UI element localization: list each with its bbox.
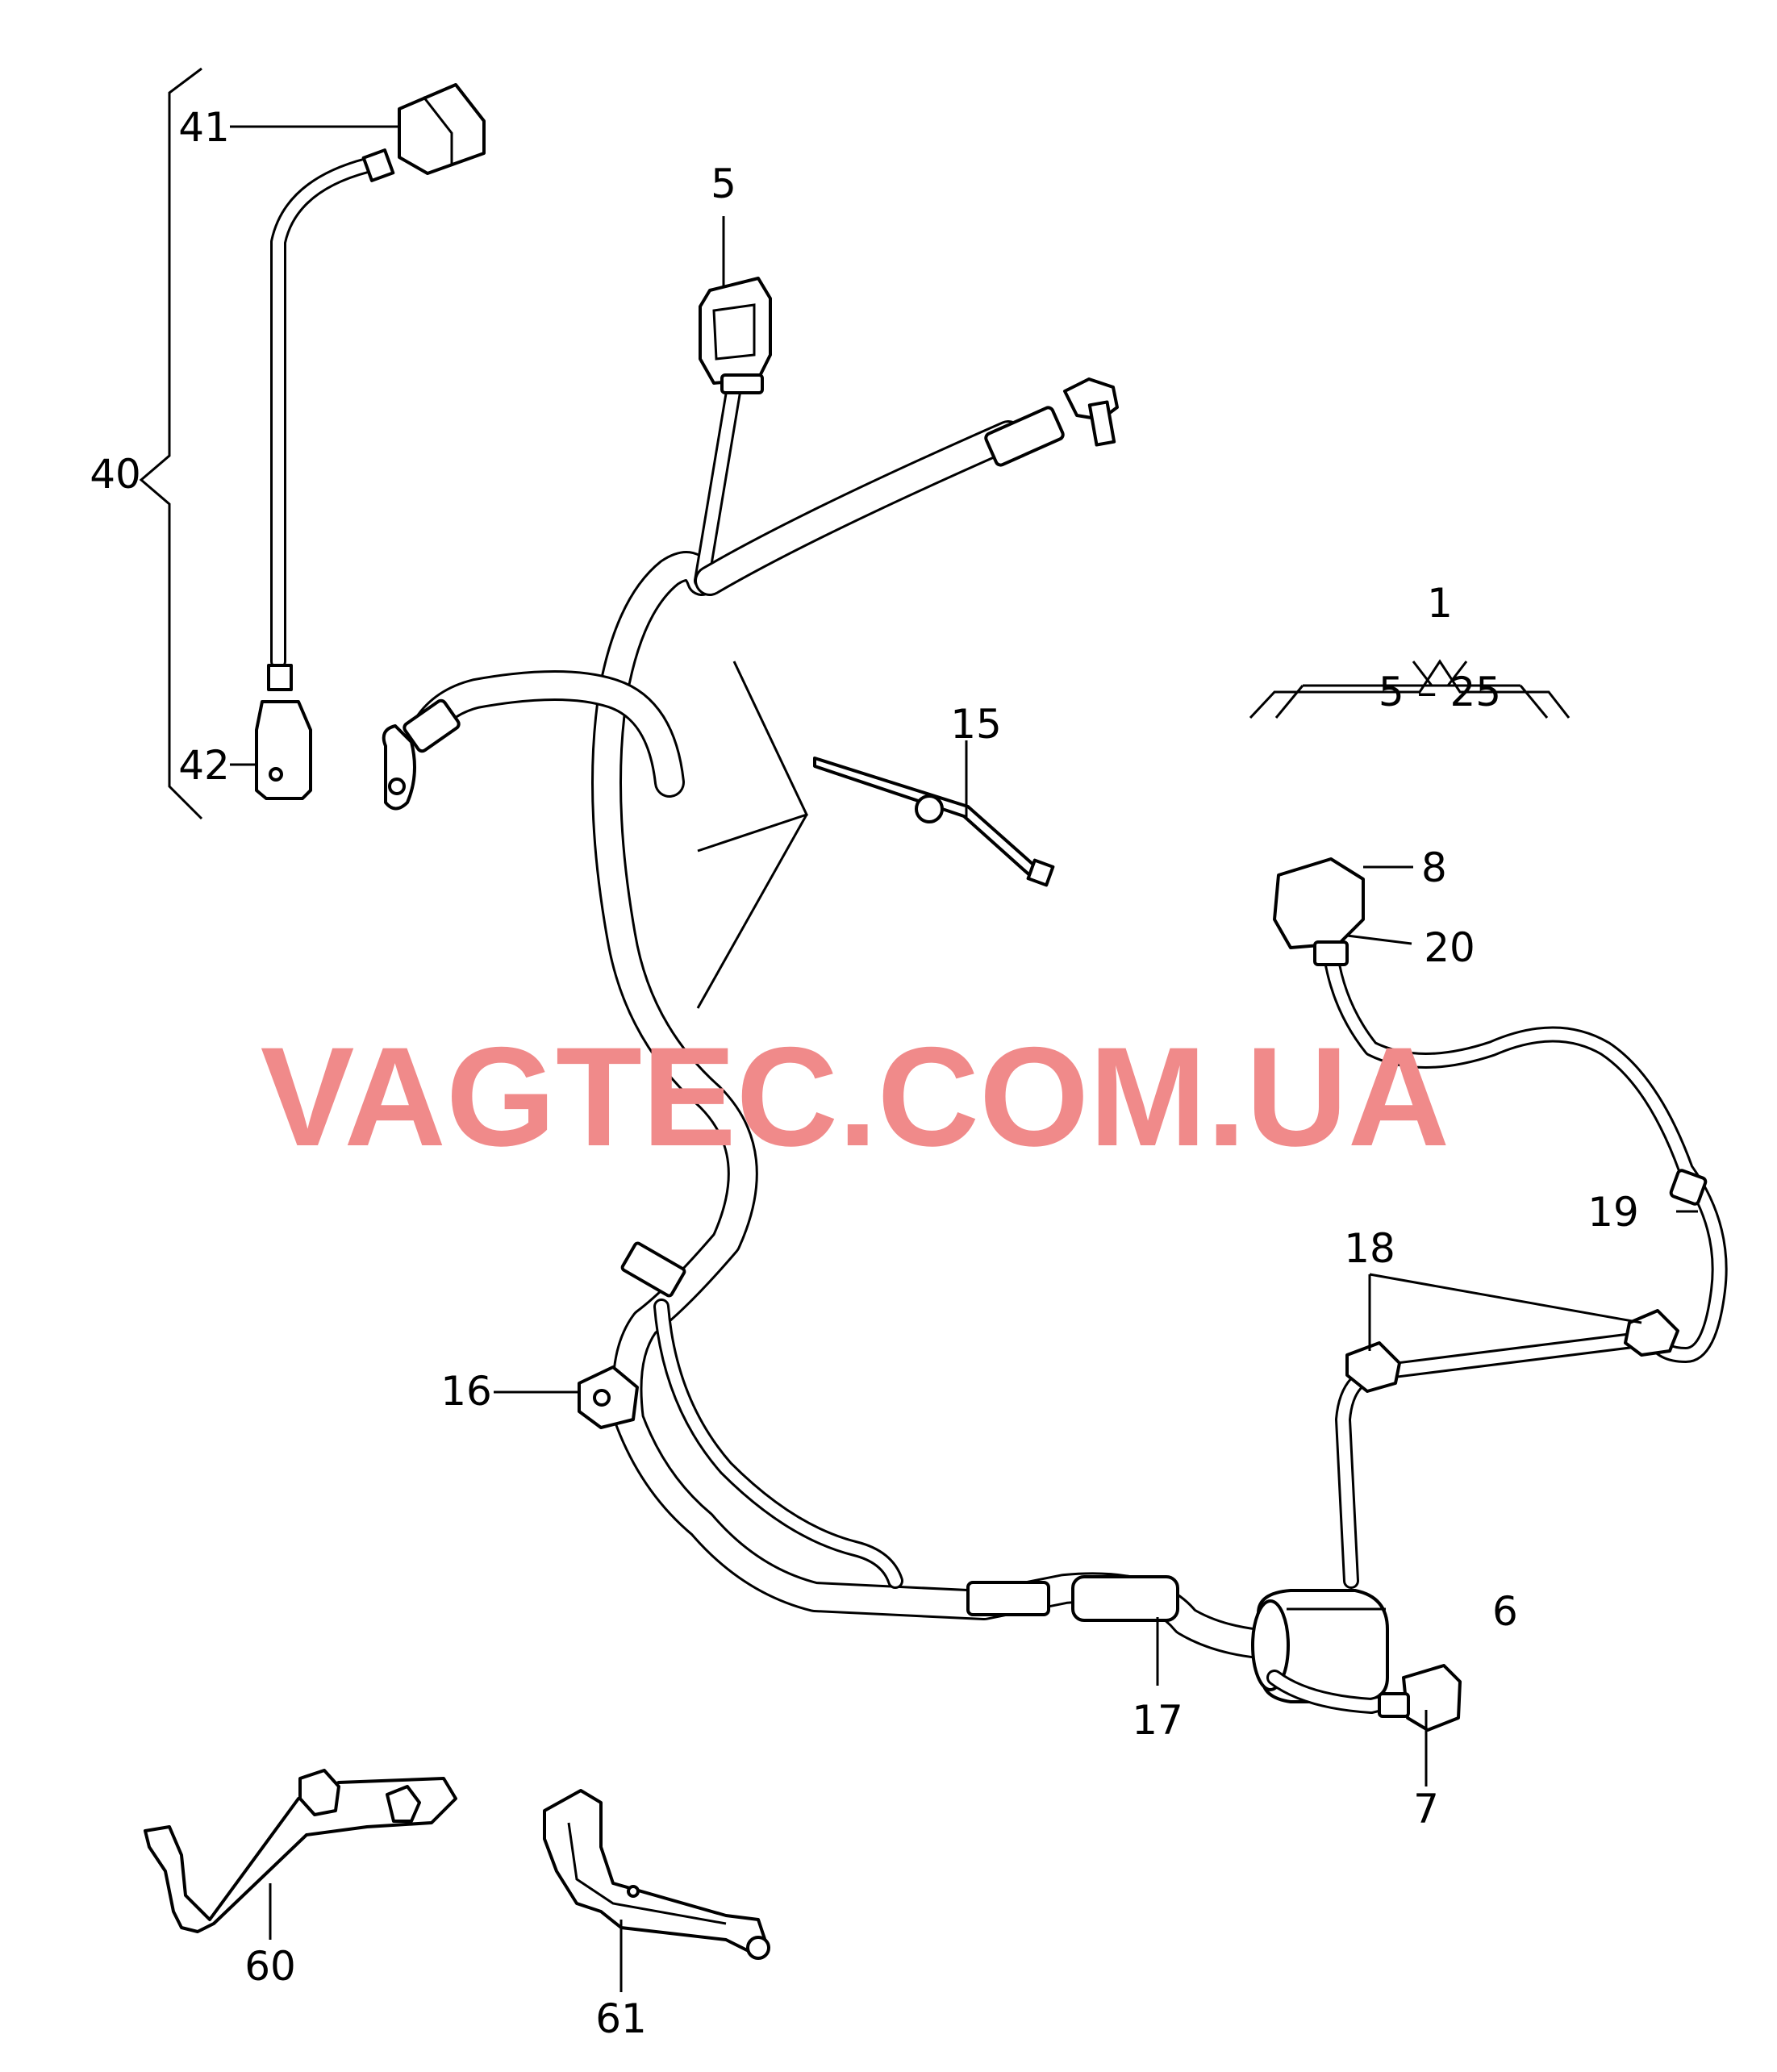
sleeve-17-shape (1071, 1575, 1179, 1622)
cable-tie-15-shape (813, 757, 1055, 887)
callout-17: 17 (1132, 1697, 1183, 1744)
bracket-61-shape (543, 1789, 770, 1960)
callout-7: 7 (1413, 1786, 1439, 1832)
callout-19: 19 (1587, 1189, 1639, 1236)
clip-18b (1624, 1309, 1679, 1357)
connector-5-shape (699, 277, 772, 394)
connector-7-shape (1266, 1664, 1462, 1732)
callout-41: 41 (178, 104, 230, 151)
sleeve-19 (1669, 1169, 1708, 1206)
callout-15: 15 (950, 701, 1002, 748)
callout-1: 1 (1427, 580, 1453, 627)
sensor-lead-right (1273, 857, 1728, 1589)
leader-lines (230, 125, 1698, 1992)
callout-60: 60 (244, 1943, 296, 1990)
callout-16: 16 (440, 1368, 492, 1415)
component-6-shape (1251, 1589, 1389, 1703)
connector-41-shape (398, 83, 486, 175)
callout-8: 8 (1421, 844, 1447, 891)
grommet-20 (1313, 940, 1349, 966)
harness-sleeve (620, 1241, 686, 1298)
routing-marker (696, 661, 809, 1009)
callout-20: 20 (1424, 924, 1475, 971)
callout-40: 40 (90, 451, 141, 498)
callout-5: 5 (711, 161, 736, 207)
connector-42-shape (255, 700, 312, 800)
clip-18a (1345, 1341, 1401, 1393)
bolt (1087, 400, 1116, 447)
connector-8-shape (1273, 857, 1365, 949)
range-bracket-1 (1249, 659, 1571, 719)
callout-42: 42 (178, 742, 230, 789)
watermark: VAGTEC.COM.UA (261, 1019, 1450, 1176)
callout-1-range: 5 – 25 (1379, 669, 1501, 715)
bracket-40 (139, 67, 203, 820)
callout-6: 6 (1492, 1588, 1518, 1635)
callout-18: 18 (1344, 1225, 1395, 1272)
bolt-terminal-sleeve (984, 406, 1065, 467)
main-harness (382, 377, 1306, 1661)
lead-sleeve (267, 664, 293, 691)
sensor-lead-40 (255, 83, 486, 800)
callout-61: 61 (595, 1995, 647, 2042)
clip-60-shape (144, 1769, 457, 1933)
